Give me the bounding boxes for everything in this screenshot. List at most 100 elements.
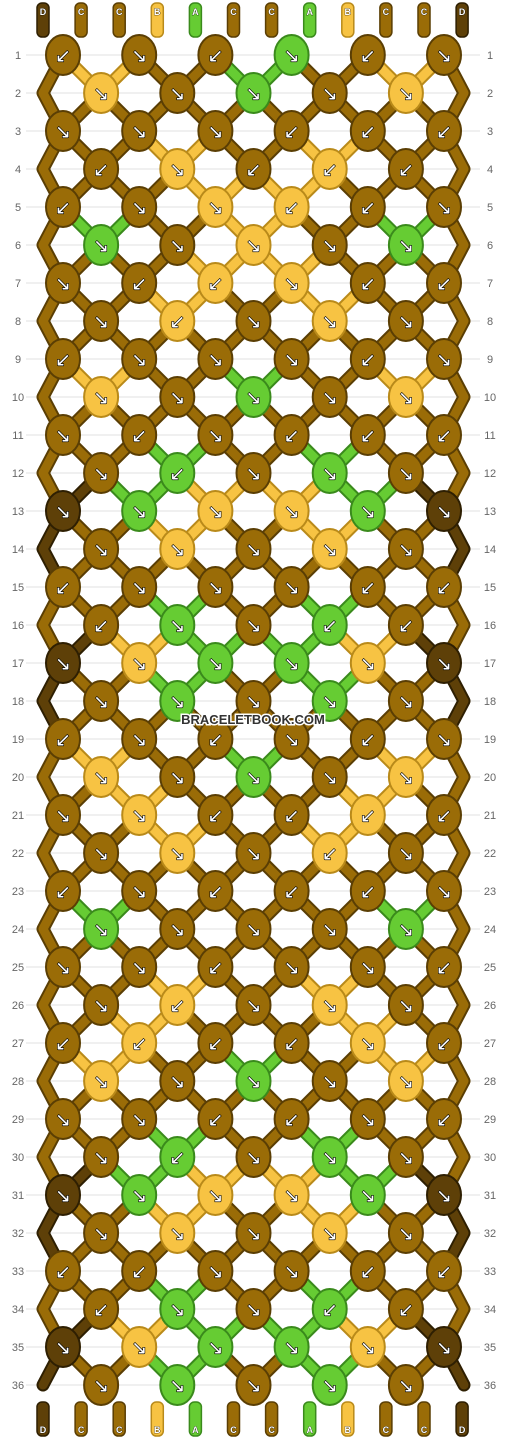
knot: ↘: [273, 338, 310, 380]
knot-arrow-icon: ↙: [360, 1262, 376, 1283]
knot-oval: [159, 224, 196, 266]
knot: ↘: [83, 452, 120, 494]
knot-oval: [121, 186, 158, 228]
knot: ↘: [45, 414, 81, 456]
row-label-left: 10: [12, 392, 24, 404]
knot-oval: [159, 1212, 196, 1254]
knot: ↘: [235, 452, 272, 494]
row-label-left: 2: [15, 88, 21, 100]
knot: ↘: [235, 1136, 272, 1178]
knot-oval: [387, 452, 424, 494]
knot-oval: [159, 1136, 196, 1178]
knot: ↙: [45, 34, 81, 76]
knot-oval: [121, 262, 158, 304]
knot-arrow-icon: ↘: [93, 84, 109, 105]
knot-arrow-icon: ↘: [360, 1110, 376, 1131]
row-label-right: 36: [484, 1380, 496, 1392]
knot-arrow-icon: ↘: [93, 236, 109, 257]
knot-arrow-icon: ↙: [436, 958, 452, 979]
knot: ↘: [197, 338, 234, 380]
knot: ↙: [426, 1098, 462, 1140]
knot: ↘: [311, 452, 348, 494]
knot-arrow-icon: ↘: [169, 768, 185, 789]
knot-oval: [273, 110, 310, 152]
row-label-right: 30: [484, 1152, 496, 1164]
knot: ↘: [197, 110, 234, 152]
knot-arrow-icon: ↙: [284, 198, 300, 219]
knot-arrow-icon: ↙: [360, 274, 376, 295]
knot-arrow-icon: ↘: [93, 920, 109, 941]
knot-oval: [159, 832, 196, 874]
knot-arrow-icon: ↙: [398, 616, 414, 637]
knot-oval: [121, 490, 158, 532]
knot-oval: [426, 338, 462, 380]
knot-oval: [311, 148, 348, 190]
knot-arrow-icon: ↘: [55, 1186, 71, 1207]
knot-oval: [83, 1212, 120, 1254]
knot-arrow-icon: ↘: [284, 46, 300, 67]
knot: ↘: [235, 1288, 272, 1330]
knot: ↘: [197, 1326, 234, 1368]
knot: ↙: [197, 1022, 234, 1064]
knot-arrow-icon: ↘: [322, 388, 338, 409]
strand-tab-bottom: [417, 1401, 431, 1437]
row-label-left: 29: [12, 1114, 24, 1126]
row-label-left: 23: [12, 886, 24, 898]
knot: ↙: [273, 1098, 310, 1140]
knot-oval: [121, 718, 158, 760]
knot: ↘: [273, 490, 310, 532]
knot-arrow-icon: ↘: [246, 768, 262, 789]
knot: ↙: [197, 34, 234, 76]
knot-arrow-icon: ↘: [207, 198, 223, 219]
knot-oval: [426, 1022, 462, 1064]
knot-oval: [197, 946, 234, 988]
strand-tab-top: [455, 2, 469, 38]
strand-tab-bottom: [379, 1401, 393, 1437]
knot-oval: [387, 528, 424, 570]
knot: ↙: [273, 1022, 310, 1064]
knot-arrow-icon: ↘: [131, 730, 147, 751]
knot: ↘: [311, 680, 348, 722]
knot: ↙: [83, 604, 120, 646]
row-label-left: 5: [15, 202, 21, 214]
knot-oval: [349, 262, 386, 304]
knot: ↘: [197, 642, 234, 684]
knot: ↘: [159, 148, 196, 190]
knot-oval: [311, 224, 348, 266]
knot-arrow-icon: ↘: [207, 1262, 223, 1283]
knot: ↘: [235, 756, 272, 798]
knot: ↘: [121, 1174, 158, 1216]
knot-oval: [83, 604, 120, 646]
knot-oval: [83, 1060, 120, 1102]
knot: ↙: [273, 870, 310, 912]
knot-oval: [197, 110, 234, 152]
knot: ↘: [121, 642, 158, 684]
knot-arrow-icon: ↘: [284, 958, 300, 979]
strand-letter: D: [40, 1425, 47, 1435]
knot-oval: [83, 148, 120, 190]
knot-oval: [83, 984, 120, 1026]
knot-arrow-icon: ↘: [93, 540, 109, 561]
strand-tab-bottom: [455, 1401, 469, 1437]
knot-arrow-icon: ↘: [207, 654, 223, 675]
knot-arrow-icon: ↘: [169, 1224, 185, 1245]
knot-oval: [83, 1364, 120, 1406]
knot-arrow-icon: ↘: [322, 464, 338, 485]
knot-arrow-icon: ↘: [284, 578, 300, 599]
knot-arrow-icon: ↘: [131, 1186, 147, 1207]
strand-tab-top: [226, 2, 241, 38]
knot-oval: [197, 1250, 234, 1292]
row-label-right: 25: [484, 962, 496, 974]
knot: ↙: [311, 832, 348, 874]
knot: ↘: [159, 908, 196, 950]
row-label-right: 17: [484, 658, 496, 670]
knot-oval: [45, 794, 81, 836]
knot-oval: [235, 376, 272, 418]
knot: ↘: [387, 832, 424, 874]
knot-oval: [45, 1022, 81, 1064]
knot: ↘: [387, 528, 424, 570]
knot: ↘: [426, 490, 462, 532]
knot-arrow-icon: ↙: [55, 46, 71, 67]
knot: ↘: [45, 946, 81, 988]
knot: ↘: [349, 1098, 386, 1140]
